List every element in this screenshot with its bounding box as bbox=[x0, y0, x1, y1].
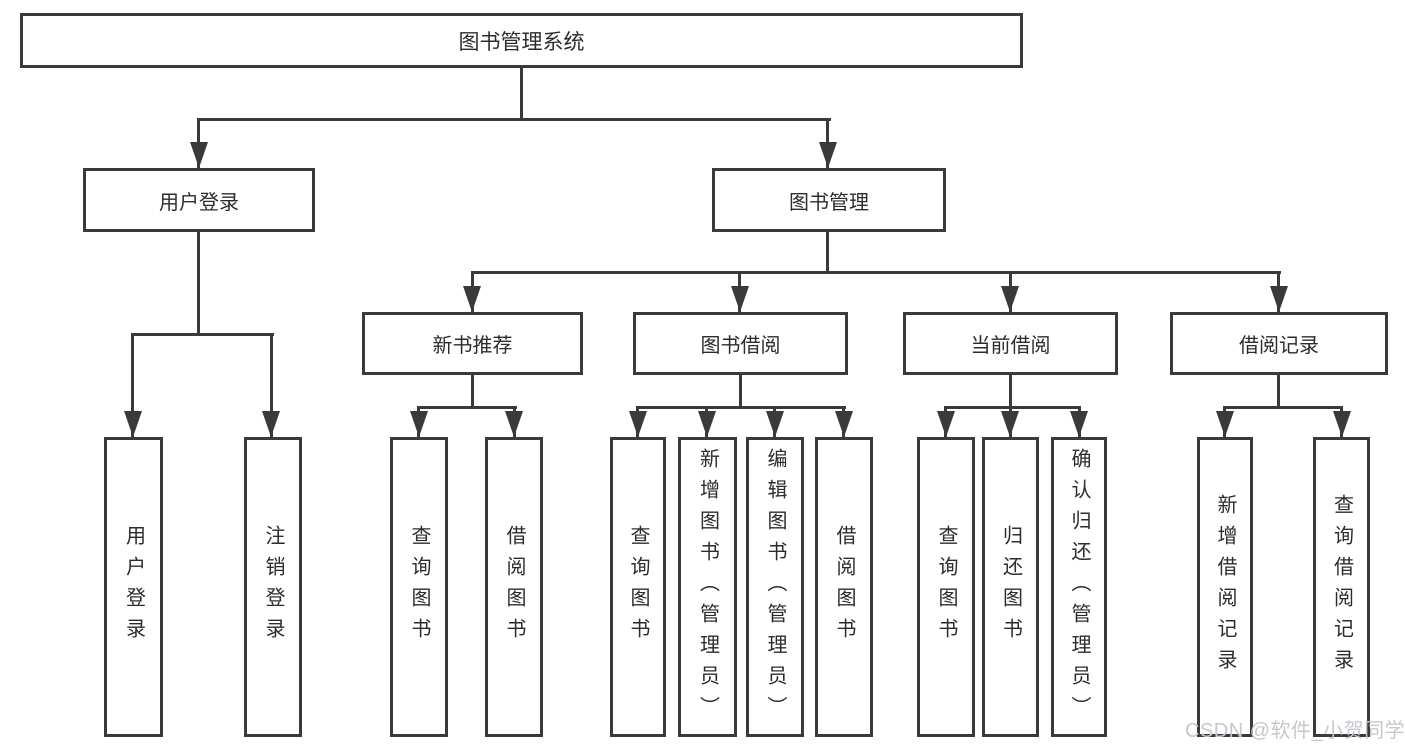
arrow-down-icon bbox=[766, 411, 784, 437]
arrow-down-icon bbox=[937, 411, 955, 437]
arrow-down-icon bbox=[1001, 411, 1019, 437]
leaf-edit-book-admin: 编辑图书（管理员） bbox=[746, 437, 804, 737]
arrow-down-icon bbox=[1270, 286, 1288, 312]
arrow-down-icon bbox=[698, 411, 716, 437]
arrow-down-icon bbox=[731, 286, 749, 312]
arrow-down-icon bbox=[410, 411, 428, 437]
connector-vline bbox=[1277, 375, 1280, 408]
arrow-down-icon bbox=[629, 411, 647, 437]
arrow-down-icon bbox=[505, 411, 523, 437]
node-book-management-group: 图书管理 bbox=[712, 168, 946, 232]
connector-vline bbox=[131, 333, 134, 437]
arrow-down-icon bbox=[819, 142, 837, 168]
arrow-down-icon bbox=[1333, 411, 1351, 437]
connector-vline bbox=[826, 232, 829, 273]
connector-hline bbox=[197, 118, 831, 121]
arrow-down-icon bbox=[835, 411, 853, 437]
connector-hline bbox=[417, 406, 517, 409]
node-library-management-system: 图书管理系统 bbox=[20, 13, 1023, 68]
leaf-confirm-return-admin: 确认归还（管理员） bbox=[1051, 437, 1107, 737]
node-borrowing-records: 借阅记录 bbox=[1170, 312, 1388, 375]
leaf-borrow-books-borrowing: 借阅图书 bbox=[815, 437, 873, 737]
node-current-borrowing: 当前借阅 bbox=[903, 312, 1118, 375]
leaf-query-borrow-record: 查询借阅记录 bbox=[1313, 437, 1370, 737]
connector-vline bbox=[270, 333, 273, 437]
arrow-down-icon bbox=[1001, 286, 1019, 312]
leaf-borrow-books-recommend: 借阅图书 bbox=[485, 437, 543, 737]
arrow-down-icon bbox=[1070, 411, 1088, 437]
arrow-down-icon bbox=[463, 286, 481, 312]
node-user-login-group: 用户登录 bbox=[83, 168, 315, 232]
leaf-user-login: 用户登录 bbox=[104, 437, 163, 737]
connector-vline bbox=[739, 375, 742, 408]
connector-hline bbox=[471, 271, 1281, 274]
leaf-return-books: 归还图书 bbox=[982, 437, 1039, 737]
leaf-query-books-current: 查询图书 bbox=[917, 437, 975, 737]
leaf-logout-login: 注销登录 bbox=[244, 437, 302, 737]
connector-hline bbox=[944, 406, 1081, 409]
csdn-watermark: CSDN @软件_小贺同学 bbox=[1185, 720, 1405, 742]
arrow-down-icon bbox=[124, 411, 142, 437]
arrow-down-icon bbox=[262, 411, 280, 437]
leaf-add-book-admin: 新增图书（管理员） bbox=[678, 437, 737, 737]
leaf-add-borrow-record: 新增借阅记录 bbox=[1197, 437, 1253, 737]
connector-vline bbox=[1009, 375, 1012, 408]
connector-hline bbox=[131, 333, 274, 336]
connector-hline bbox=[636, 406, 846, 409]
connector-hline bbox=[1223, 406, 1342, 409]
node-new-book-recommend: 新书推荐 bbox=[362, 312, 583, 375]
arrow-down-icon bbox=[1216, 411, 1234, 437]
connector-vline bbox=[520, 68, 523, 120]
leaf-query-books-borrowing: 查询图书 bbox=[610, 437, 666, 737]
arrow-down-icon bbox=[190, 142, 208, 168]
node-book-borrowing: 图书借阅 bbox=[633, 312, 848, 375]
connector-vline bbox=[197, 232, 200, 335]
leaf-query-books-recommend: 查询图书 bbox=[390, 437, 448, 737]
connector-vline bbox=[471, 375, 474, 408]
